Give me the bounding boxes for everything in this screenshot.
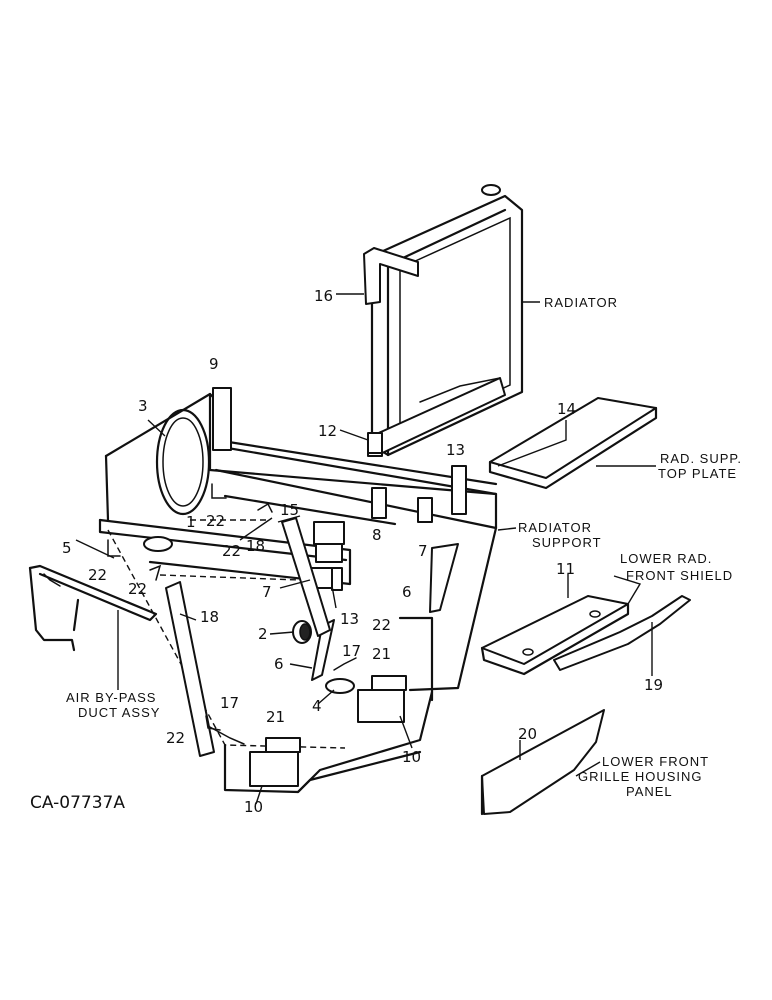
- part-6-strip-upper: [429, 543, 459, 613]
- callout-22-f: 22: [166, 729, 185, 747]
- label-radiator-support-2: SUPPORT: [532, 535, 602, 550]
- callout-13-upper: 13: [446, 441, 465, 459]
- part-21-10-lower-right: [357, 675, 407, 723]
- callout-22-d: 22: [128, 580, 147, 598]
- radiator-support: [98, 392, 498, 794]
- part-17-wire-upper: [333, 657, 357, 671]
- callout-7-lower: 7: [262, 583, 272, 601]
- callout-14: 14: [557, 400, 576, 418]
- part-18-strip-lower: [165, 581, 215, 757]
- part-18-strip-upper: [281, 517, 331, 637]
- callout-6-lower: 6: [274, 655, 284, 673]
- part-6-strip-lower: [311, 619, 335, 681]
- callout-numbers: 16 12 9 3 14 13 8 7 1 22 15 18 22 5 22 2…: [62, 287, 663, 816]
- part-9-post: [212, 387, 232, 451]
- callout-21-lower: 21: [266, 708, 285, 726]
- air-bypass-duct: [28, 564, 158, 652]
- part-22-clips: [107, 483, 273, 731]
- part-20-grille-panel: [480, 709, 605, 816]
- callout-7-upper: 7: [418, 542, 428, 560]
- part-13-upper: [451, 465, 467, 515]
- callout-10-right: 10: [402, 748, 421, 766]
- part-17-wire-lower: [207, 725, 245, 745]
- callout-22-a: 22: [206, 512, 225, 530]
- label-radiator-support-1: RADIATOR: [518, 520, 592, 535]
- callout-4: 4: [312, 697, 322, 715]
- part-12-block: [367, 432, 383, 454]
- label-rad-supp-2: TOP PLATE: [658, 466, 737, 481]
- callout-5: 5: [62, 539, 72, 557]
- label-grille-3: PANEL: [626, 784, 673, 799]
- leader-lines: [75, 293, 656, 805]
- callout-6-upper: 6: [402, 583, 412, 601]
- part-19-bar: [553, 595, 691, 671]
- label-lower-rad-2: FRONT SHIELD: [626, 568, 733, 583]
- callout-13-lower: 13: [340, 610, 359, 628]
- label-air-bypass-2: DUCT ASSY: [78, 705, 160, 720]
- label-radiator: RADIATOR: [544, 295, 618, 310]
- radiator: [367, 184, 524, 457]
- part-15-pads: [313, 521, 345, 563]
- callout-11: 11: [556, 560, 575, 578]
- callout-22-b: 22: [222, 542, 241, 560]
- part-3-fan-ring: [155, 408, 211, 516]
- part-14-top-plate: [488, 397, 658, 490]
- part-7-upper: [417, 497, 433, 523]
- label-grille-2: GRILLE HOUSING: [578, 769, 703, 784]
- callout-17-lower: 17: [220, 694, 239, 712]
- callout-12: 12: [318, 422, 337, 440]
- callout-18-lower: 18: [200, 608, 219, 626]
- label-grille-1: LOWER FRONT: [602, 754, 709, 769]
- part-8-block: [371, 487, 387, 519]
- part-2-plug: [292, 620, 312, 644]
- part-name-labels: RADIATOR RAD. SUPP. TOP PLATE RADIATOR S…: [66, 295, 742, 799]
- callout-22-e: 22: [372, 616, 391, 634]
- callout-20: 20: [518, 725, 537, 743]
- callout-2: 2: [258, 625, 268, 643]
- callout-8: 8: [372, 526, 382, 544]
- callout-17-upper: 17: [342, 642, 361, 660]
- label-lower-rad-1: LOWER RAD.: [620, 551, 712, 566]
- callout-1: 1: [186, 513, 196, 531]
- callout-19: 19: [644, 676, 663, 694]
- catalog-number: CA-07737A: [30, 793, 125, 813]
- part-1-grommet: [143, 536, 173, 552]
- label-rad-supp-1: RAD. SUPP.: [660, 451, 742, 466]
- callout-16: 16: [314, 287, 333, 305]
- callout-3: 3: [138, 397, 148, 415]
- callout-10-left: 10: [244, 798, 263, 816]
- part-4-grommet: [325, 678, 355, 694]
- callout-18-upper: 18: [246, 537, 265, 555]
- part-16-bracket: [363, 247, 419, 305]
- callout-22-c: 22: [88, 566, 107, 584]
- callout-9: 9: [209, 355, 219, 373]
- callout-15: 15: [280, 501, 299, 519]
- label-air-bypass-1: AIR BY-PASS: [66, 690, 156, 705]
- callout-21-upper: 21: [372, 645, 391, 663]
- part-21-10-lower-left: [249, 737, 301, 787]
